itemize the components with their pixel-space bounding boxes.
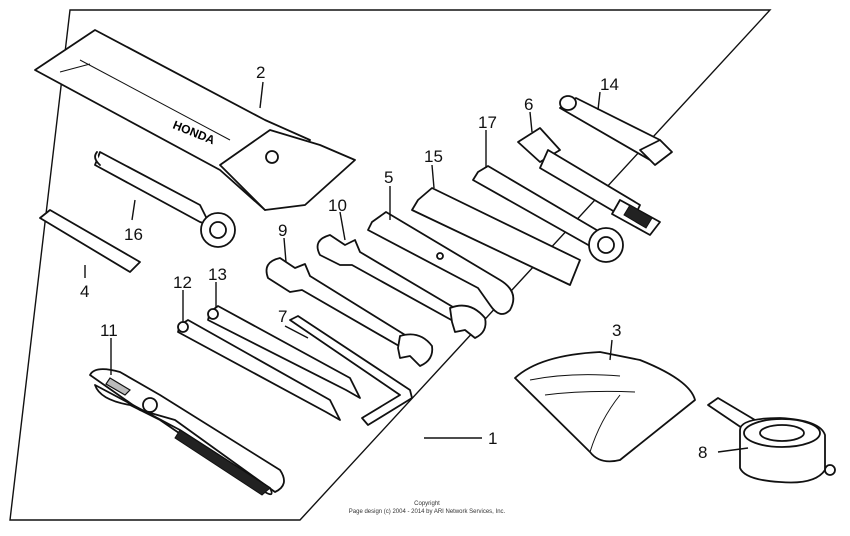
callout-1: 1 [488, 429, 497, 448]
pliers-11 [89, 368, 285, 496]
callout-6: 6 [524, 95, 533, 114]
handle-15 [411, 187, 581, 286]
hex-key-7 [289, 315, 413, 426]
hook-wrench-5 [367, 211, 515, 315]
spanner-17 [472, 165, 624, 263]
callout-10: 10 [328, 196, 347, 215]
cover-3 [514, 351, 696, 463]
callout-5: 5 [384, 168, 393, 187]
callout-9: 9 [278, 221, 287, 240]
leader-lines [84, 81, 749, 453]
copyright-line-1: Copyright [414, 501, 440, 507]
tool-bag-outline [9, 9, 772, 521]
callout-13: 13 [208, 265, 227, 284]
wrench-9 [265, 257, 434, 367]
callout-12: 12 [173, 273, 192, 292]
callout-4: 4 [80, 282, 89, 301]
callout-15: 15 [424, 147, 443, 166]
wrench-10 [316, 234, 487, 339]
plug-wrench-8 [707, 397, 836, 484]
callout-14: 14 [600, 75, 619, 94]
flat-bar-4 [39, 209, 141, 273]
callout-16: 16 [124, 225, 143, 244]
callout-2: 2 [256, 63, 265, 82]
callout-17: 17 [478, 113, 497, 132]
handle-grip-14 [559, 95, 673, 166]
socket-wrench-6 [517, 127, 661, 236]
callout-3: 3 [612, 321, 621, 340]
callout-8: 8 [698, 443, 707, 462]
callout-11: 11 [100, 321, 118, 340]
screwdriver-13 [207, 305, 361, 399]
callout-7: 7 [278, 307, 287, 326]
copyright-line-2: Page design (c) 2004 - 2014 by ARI Netwo… [349, 509, 506, 515]
spanner-16 [94, 151, 236, 248]
tool-pouch: HONDA [34, 29, 356, 211]
